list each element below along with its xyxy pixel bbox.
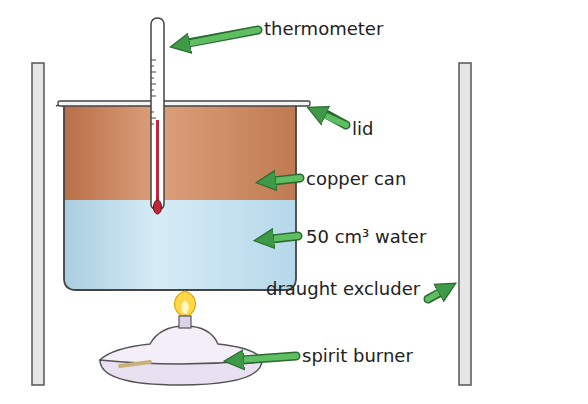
copper-can-wall <box>64 106 296 200</box>
lid <box>58 101 310 106</box>
draught-excluder-left <box>32 63 44 385</box>
can-outline <box>64 106 296 290</box>
thermometer <box>151 18 164 210</box>
water <box>64 200 296 290</box>
spirit-burner-label: spirit burner <box>302 345 413 367</box>
leader-arrows <box>186 30 442 360</box>
draught-excluder-label: draught excluder <box>266 278 420 300</box>
thermometer-label: thermometer <box>264 18 383 40</box>
draught-excluder-right <box>459 63 471 385</box>
lid-label: lid <box>352 118 373 140</box>
water-label: 50 cm³ water <box>306 226 426 248</box>
copper-can-label: copper can <box>306 168 406 190</box>
flame <box>174 291 195 318</box>
